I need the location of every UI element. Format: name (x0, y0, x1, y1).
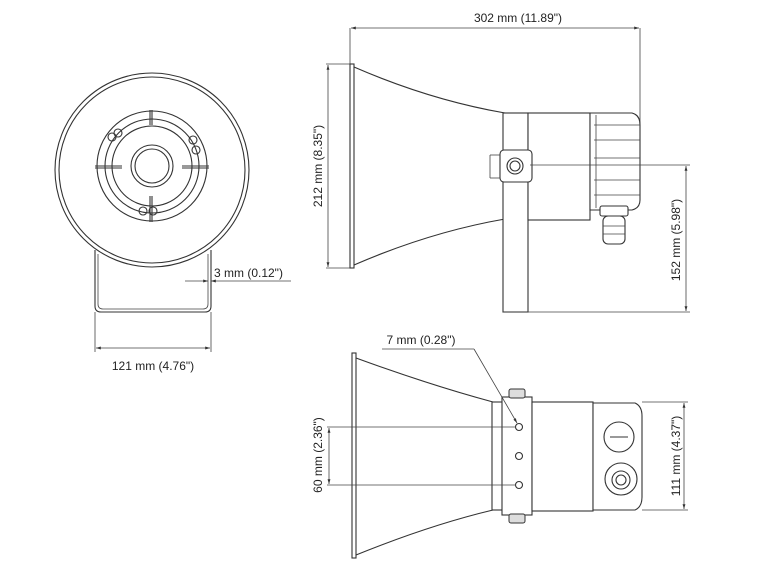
width-label: 121 mm (4.76") (112, 359, 194, 373)
hole-spacing-label: 60 mm (2.36") (311, 417, 325, 493)
cable-gland (599, 205, 629, 217)
driver-body (531, 401, 594, 512)
height-label: 212 mm (8.35") (311, 125, 325, 207)
mount-bracket (94, 250, 212, 313)
horn-flange (351, 352, 357, 559)
bracket-thickness-label: 3 mm (0.12") (214, 266, 283, 280)
hole-size-label: 7 mm (0.28") (387, 333, 456, 347)
cable-gland (604, 462, 638, 496)
screw-holes (107, 128, 201, 216)
side-view: 302 mm (11.89") 212 mm (8.35") 152 mm (5… (311, 11, 690, 313)
driver-throat (130, 144, 174, 188)
clamp (499, 149, 533, 183)
front-view: 121 mm (4.76") 3 mm (0.12") (54, 72, 291, 373)
driver-body (527, 112, 591, 221)
horn-outer-rim (54, 72, 250, 268)
top-view: 7 mm (0.28") 60 mm (2.36") 111 mm (4.37"… (311, 333, 688, 559)
mount-height-label: 152 mm (5.98") (669, 199, 683, 281)
horn-flange (349, 63, 355, 269)
rear-cap (589, 112, 641, 211)
mount-clamp (501, 396, 533, 516)
mount-pole (502, 112, 529, 313)
body-width-label: 111 mm (4.37") (669, 416, 683, 497)
length-label: 302 mm (11.89") (474, 11, 562, 25)
